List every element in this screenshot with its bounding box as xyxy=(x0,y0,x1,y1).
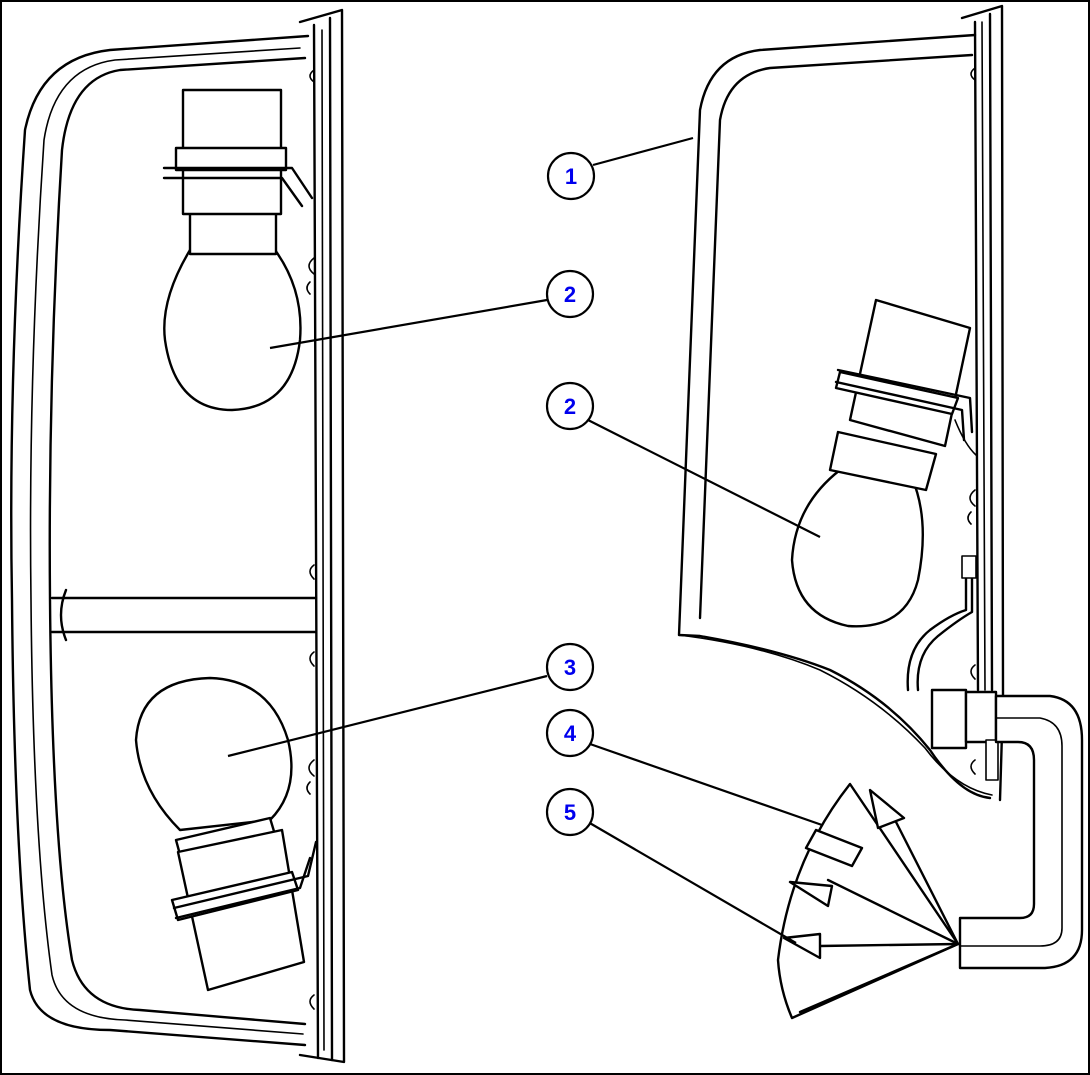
callout-3-label: 3 xyxy=(564,655,576,680)
leader-line-5 xyxy=(587,821,797,944)
right-flange-outer xyxy=(960,4,1005,802)
right-housing-cut-edge xyxy=(678,634,993,796)
callout-4-label: 4 xyxy=(564,721,577,746)
j-bend-bracket xyxy=(958,694,1084,970)
left-lens-outer xyxy=(10,34,310,1047)
left-flange-strip-1 xyxy=(312,23,320,1060)
callout-5: 5 xyxy=(545,787,595,837)
left-lens-rim xyxy=(29,47,304,1035)
callout-4: 4 xyxy=(545,708,595,758)
right-flange-clips xyxy=(967,67,976,775)
right-housing-outer xyxy=(677,33,992,800)
callout-1: 1 xyxy=(546,151,596,201)
wire-harness xyxy=(906,555,977,692)
callout-1-label: 1 xyxy=(565,164,577,189)
leader-line-2a xyxy=(269,298,548,350)
left-flange-clips xyxy=(306,69,315,1010)
leader-line-4 xyxy=(589,742,823,827)
callout-2-lower-label: 2 xyxy=(564,394,576,419)
callout-2-lower: 2 xyxy=(545,381,595,431)
callout-3: 3 xyxy=(545,642,595,692)
callout-2-upper: 2 xyxy=(545,269,595,319)
left-lower-bulb xyxy=(134,676,318,992)
left-flange-outer xyxy=(298,8,346,1064)
left-lamp-assembly xyxy=(10,8,346,1064)
left-flange-strip-3 xyxy=(321,29,325,1051)
left-lens-inner xyxy=(48,56,307,1026)
wire-connector xyxy=(930,688,999,781)
left-upper-bulb xyxy=(162,88,314,412)
right-flange-strip-3 xyxy=(981,21,986,691)
leader-line-3 xyxy=(227,674,548,758)
left-flange-strip-2 xyxy=(328,16,334,1062)
right-bulb xyxy=(790,298,977,628)
view-angle-fan xyxy=(776,782,960,1020)
right-housing-inner xyxy=(698,53,974,620)
right-flange-strip-2 xyxy=(988,12,994,692)
callouts: 1 2 2 3 4 5 xyxy=(227,136,823,944)
right-lamp-assembly xyxy=(677,4,1084,1020)
left-partition-end xyxy=(59,588,68,642)
right-flange-strip-1 xyxy=(973,20,980,692)
callout-2-upper-label: 2 xyxy=(564,282,576,307)
leader-line-2b xyxy=(587,419,821,538)
callout-5-label: 5 xyxy=(564,800,576,825)
leader-line-1 xyxy=(592,136,694,167)
